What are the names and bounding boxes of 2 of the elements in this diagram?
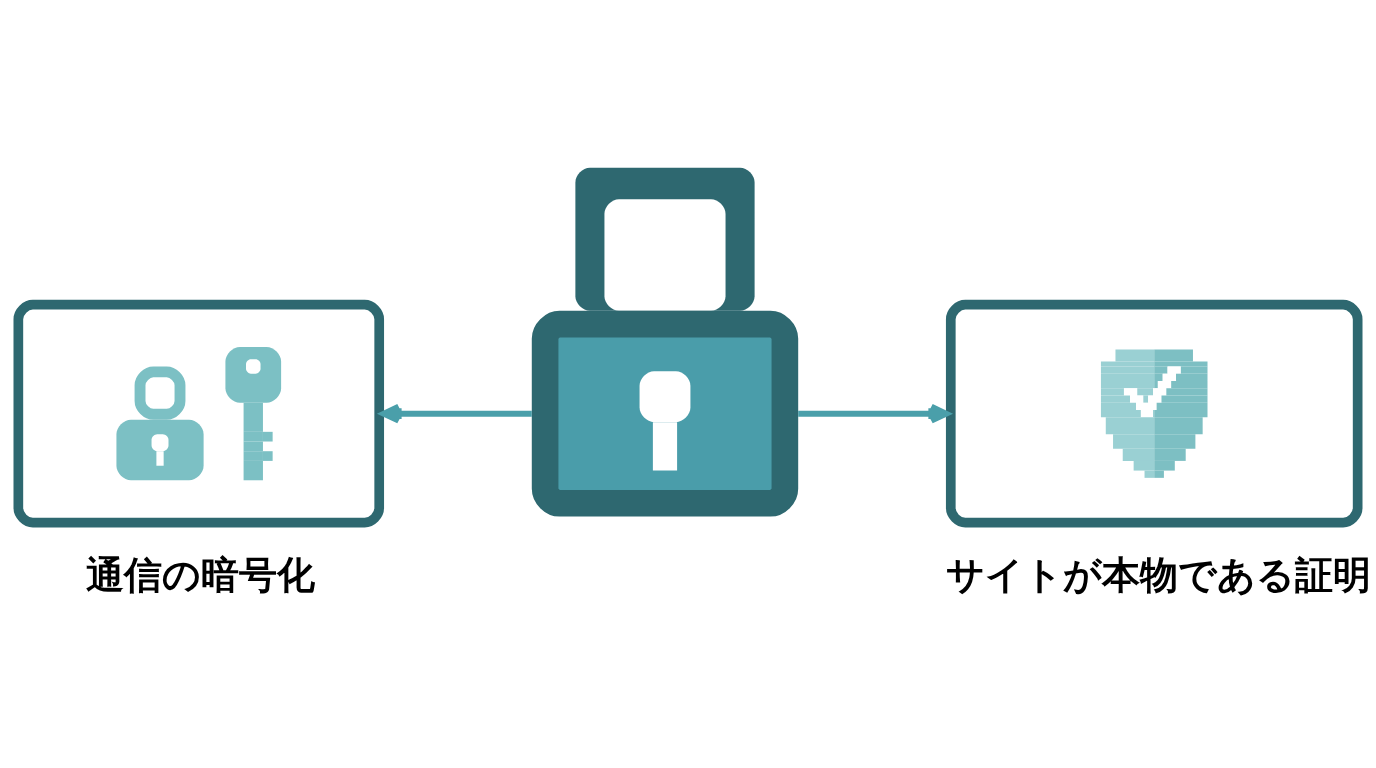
- node-label: サイトが本物である証明: [945, 552, 1371, 597]
- node-label: 通信の暗号化: [86, 552, 316, 597]
